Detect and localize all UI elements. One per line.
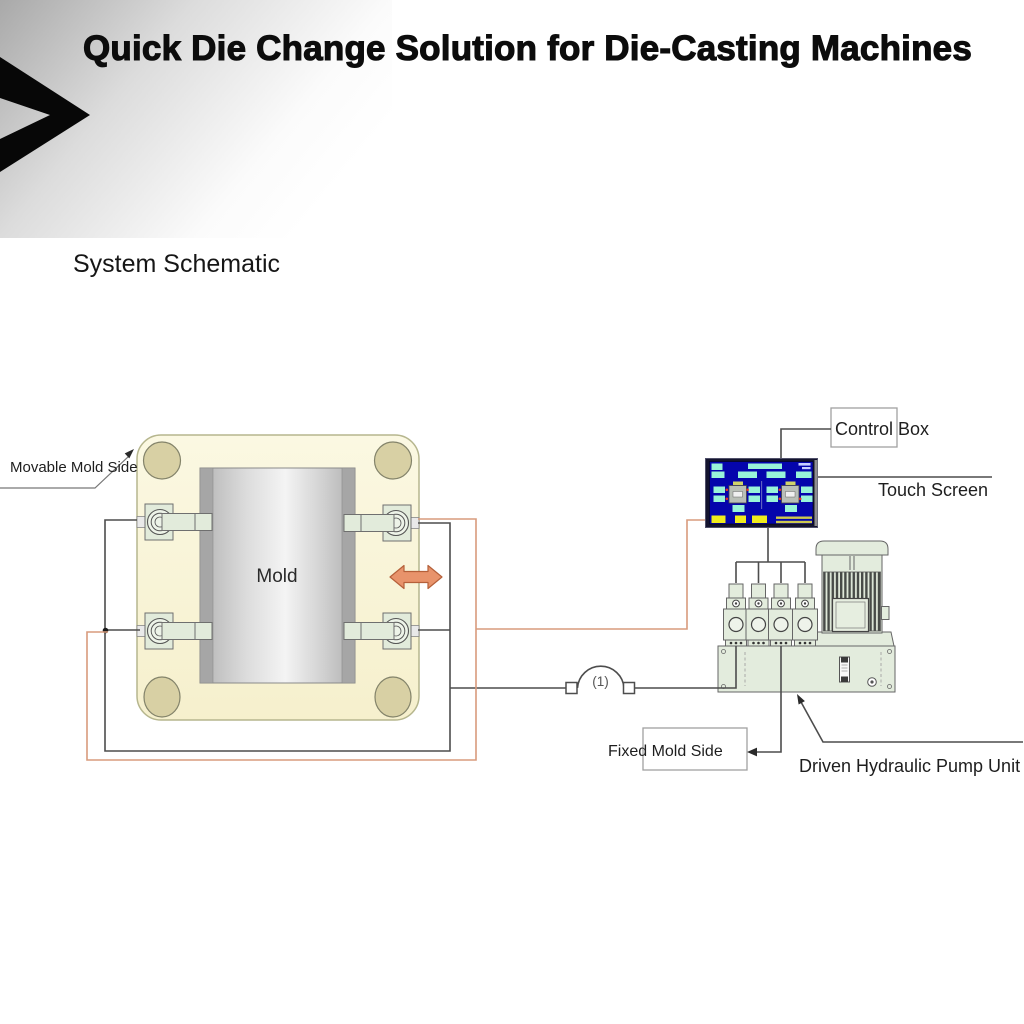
touch-screen: [705, 458, 818, 528]
piping-orange: [86, 518, 708, 761]
schematic-subtitle: System Schematic: [73, 250, 280, 278]
chevron-decoration-icon: [0, 57, 90, 172]
pump-arrowhead-icon: [797, 694, 805, 705]
screen-footnote-2: [776, 520, 812, 524]
screen-btn-r2: [766, 495, 778, 502]
sight-glass-cap-bottom: [841, 676, 848, 682]
screen-graphics: [711, 463, 813, 524]
tie-bar-hole-bottom-right: [374, 676, 412, 718]
mold-edge-right: [341, 467, 356, 684]
screen-title-bar: [748, 463, 782, 469]
sight-glass-marks: [841, 664, 848, 672]
touch-screen-label: Touch Screen: [878, 480, 988, 500]
page-title: Quick Die Change Solution for Die-Castin…: [83, 29, 972, 68]
screen-btn-left-bottom: [732, 505, 745, 512]
screen-status-text-1: [798, 463, 811, 466]
screen-group-label-right: [785, 481, 796, 485]
mold-motion-arrow-icon: [389, 564, 443, 590]
screen-field-4: [796, 471, 812, 478]
mold: Mold: [199, 467, 356, 684]
tie-bar-hole-top-left: [142, 441, 182, 480]
movable-mold-side-label: Movable Mold Side: [10, 459, 138, 476]
screen-mimic-left-inner: [732, 491, 743, 498]
hose-arc: [576, 665, 625, 689]
hose-coupler-right: [622, 681, 636, 695]
tie-bar-hole-bottom-left: [143, 676, 181, 718]
pump-unit-leader: [800, 701, 1023, 743]
screen-btn-l2: [713, 495, 725, 502]
screen-indicator-2: [725, 497, 729, 501]
screen-footnote-1: [776, 516, 812, 519]
control-box: [830, 407, 898, 448]
tank-drain-plug-dot: [870, 680, 874, 684]
screen-field-1: [711, 471, 725, 478]
sight-glass-cap-top: [841, 657, 848, 663]
screen-status-text-2: [802, 467, 811, 470]
tank-screw-tl: [721, 649, 726, 654]
valve-3: [767, 583, 795, 647]
motor-face-inner: [835, 601, 866, 629]
screen-btn-r1: [766, 486, 778, 493]
mold-edge-left: [199, 467, 214, 684]
screen-field-3: [766, 471, 786, 478]
motor-base: [809, 631, 895, 647]
hose-coupler-left: [565, 681, 578, 695]
tie-bar-hole-top-right: [373, 441, 413, 480]
screen-bezel-highlight: [814, 460, 818, 526]
screen-btn-r4: [801, 495, 813, 502]
screen-indicator-3: [746, 488, 749, 492]
motor-face-plate: [831, 597, 870, 633]
piping-dark: [0, 428, 1023, 757]
pump-motor: [809, 540, 895, 647]
movable-arrowhead-icon: [124, 449, 134, 459]
screen-indicator-1: [725, 488, 729, 492]
mold-body: [199, 467, 356, 684]
screen-mimic-right-inner: [785, 491, 796, 498]
motor-junction-box: [881, 606, 890, 620]
fixed-mold-side-label: Fixed Mold Side: [608, 743, 723, 760]
tank-screw-tr: [887, 649, 892, 654]
fixed-side-line: [757, 646, 782, 753]
screen-btn-right-bottom: [785, 505, 797, 512]
mold-label: Mold: [256, 566, 297, 587]
valve-2: [745, 583, 772, 647]
screen-btn-l3: [748, 486, 760, 493]
clamp-loop-dark: [104, 519, 451, 752]
tank-screw-br: [887, 684, 892, 689]
fixed-mold-side-box: [642, 727, 748, 771]
screen-btn-l1: [713, 486, 725, 493]
screen-fkey-1: [711, 515, 726, 523]
movable-side-leader: [0, 455, 130, 489]
screen-group-label-left: [733, 481, 743, 485]
valve-1: [722, 583, 750, 647]
hydraulic-pump-unit: [717, 540, 896, 693]
valve-manifold-lines: [735, 527, 806, 583]
screen-indicator-6: [798, 497, 802, 501]
fixed-arrowhead-icon: [747, 747, 757, 757]
hose-line-right: [635, 646, 737, 689]
screen-field-2: [738, 471, 757, 478]
screen-fkey-2: [735, 515, 746, 523]
pump-unit-label: Driven Hydraulic Pump Unit: [799, 756, 1020, 776]
screen-indicator-5: [778, 497, 782, 501]
screen-logo: [711, 463, 723, 470]
screen-fkey-3: [752, 515, 767, 523]
pump-tank: [717, 645, 896, 693]
control-box-label: Control Box: [835, 419, 929, 439]
screen-btn-r3: [801, 486, 813, 493]
screen-btn-l4: [748, 495, 760, 502]
clamp-loop-orange: [86, 518, 477, 761]
hose-ref-label: (1): [592, 674, 609, 689]
valve-4: [791, 583, 819, 647]
header-gradient-panel: [0, 0, 392, 238]
screen-indicator-4: [778, 488, 782, 492]
motor-cap: [815, 540, 889, 556]
control-box-wire: [780, 428, 831, 459]
screen-feed-orange: [476, 519, 708, 630]
